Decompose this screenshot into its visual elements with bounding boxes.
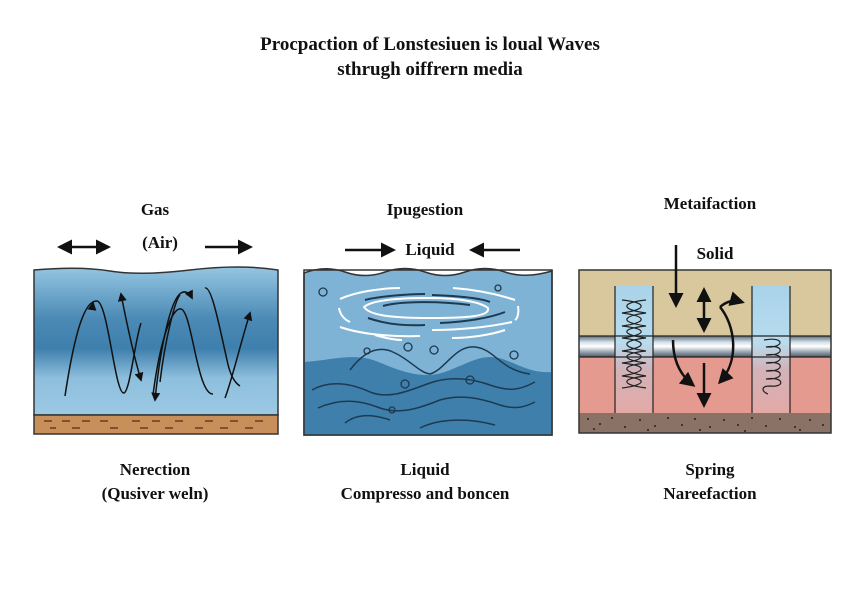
gas-bottom-label-line-1: Nerection — [119, 460, 191, 479]
gas-medium-label: (Air) — [142, 233, 178, 252]
solid-arrows — [668, 245, 745, 408]
liquid-bottom-label-line-1: Liquid — [400, 460, 450, 479]
ground-layer — [33, 414, 279, 435]
solid-top-label: Metaifaction — [663, 194, 757, 213]
diagram-title-line-2: sthrugh oiffrern media — [337, 59, 523, 80]
ground-texture — [44, 420, 263, 429]
spring-coil-left — [621, 299, 647, 389]
bubbles — [318, 284, 519, 414]
diagram-title-line-1: Procpaction of Lonstesiuen is loual Wave… — [260, 34, 600, 55]
solid-bottom-label-line-2: Nareefaction — [663, 484, 757, 503]
longitudinal-wave-arrows — [64, 287, 253, 402]
spring-coil-right — [762, 338, 782, 395]
liquid-bottom-label-line-2: Compresso and boncen — [340, 484, 510, 503]
gas-bottom-label-line-2: (Qusiver weln) — [101, 484, 209, 503]
compression-waves — [311, 346, 536, 429]
liquid-top-label: Ipugestion — [386, 200, 464, 219]
spring-column-right — [752, 286, 790, 413]
spring-column-left — [615, 286, 653, 413]
solid-medium-label: Solid — [696, 244, 734, 263]
liquid-medium-label: Liquid — [405, 240, 455, 259]
gas-top-label: Gas — [140, 200, 170, 219]
ground-texture — [587, 417, 824, 432]
solid-bottom-label-line-1: Spring — [685, 460, 735, 479]
ripple-rings — [338, 287, 520, 341]
ground-layer — [579, 413, 831, 433]
